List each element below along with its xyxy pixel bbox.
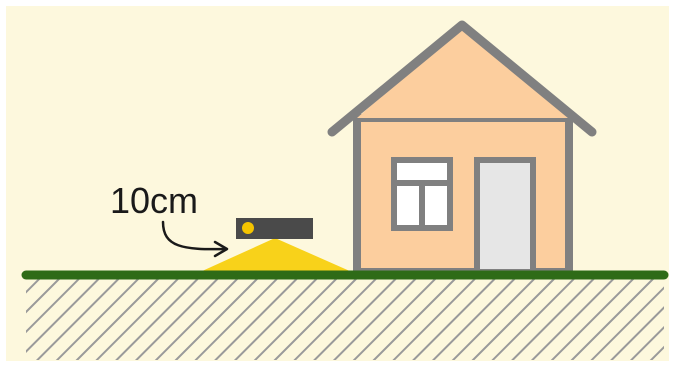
device-lens — [242, 222, 254, 234]
house-door — [477, 160, 533, 272]
house-wall — [357, 118, 569, 272]
ground-hatching — [26, 278, 664, 360]
distance-label: 10cm — [110, 180, 198, 221]
sensor-device-icon — [236, 218, 313, 239]
house-window — [394, 160, 450, 228]
